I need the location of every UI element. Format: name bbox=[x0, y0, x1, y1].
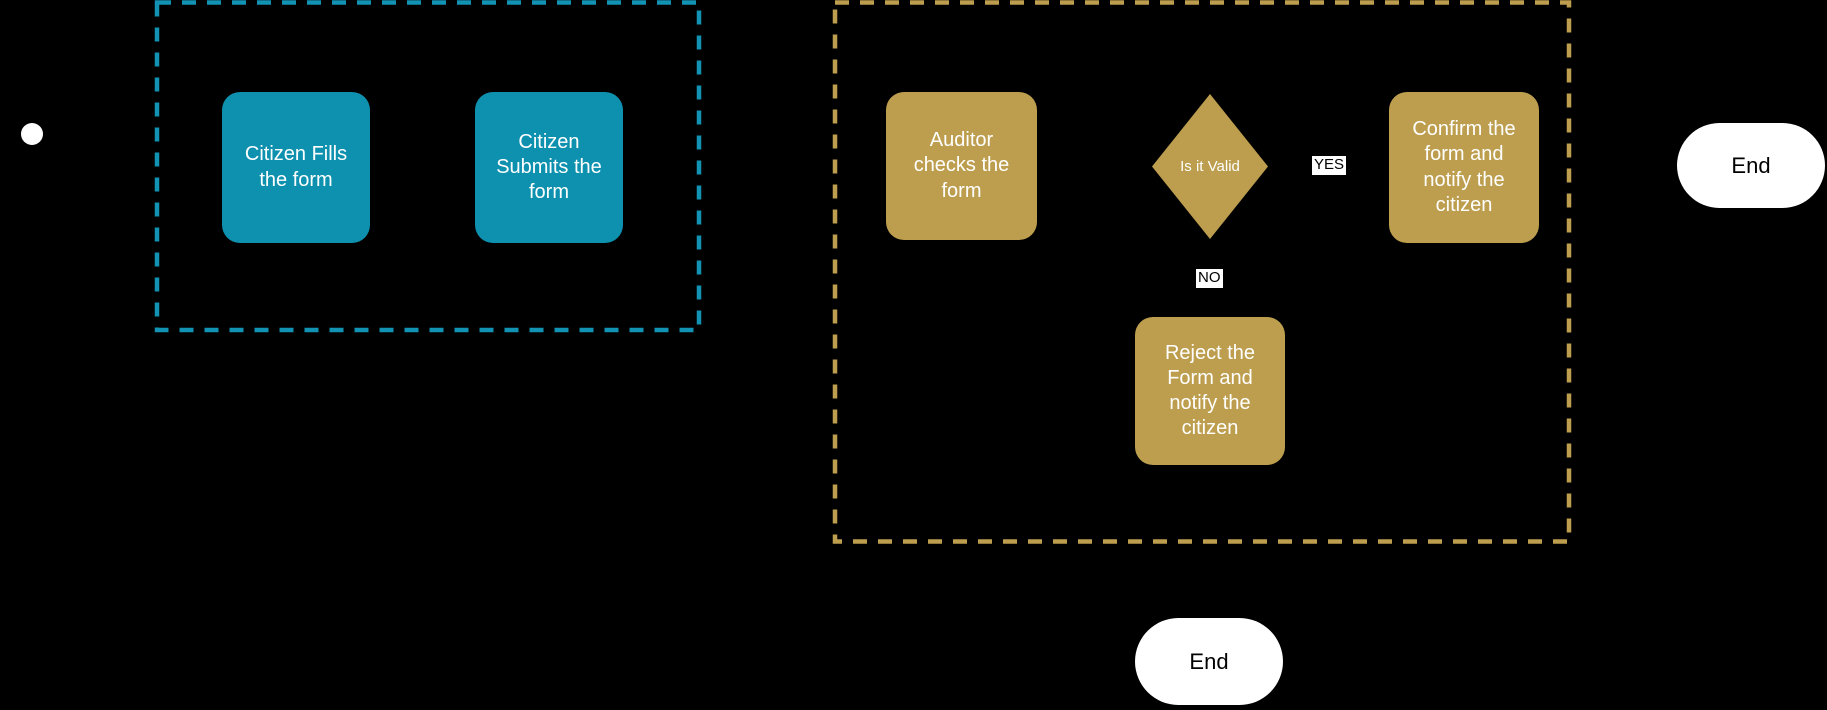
task-confirm-form: Confirm the form and notify the citizen bbox=[1389, 92, 1539, 243]
end-node-right: End bbox=[1677, 123, 1825, 208]
decision-is-it-valid: Is it Valid bbox=[1152, 94, 1268, 239]
end-node-bottom: End bbox=[1135, 618, 1283, 705]
task-citizen-submits-form: Citizen Submits the form bbox=[475, 92, 623, 243]
edge-label-no: NO bbox=[1196, 269, 1223, 288]
start-node bbox=[21, 123, 43, 145]
task-auditor-checks-form: Auditor checks the form bbox=[886, 92, 1037, 240]
edge-label-yes: YES bbox=[1312, 156, 1347, 175]
task-reject-form: Reject the Form and notify the citizen bbox=[1135, 317, 1285, 465]
task-citizen-fills-form: Citizen Fills the form bbox=[222, 92, 370, 243]
